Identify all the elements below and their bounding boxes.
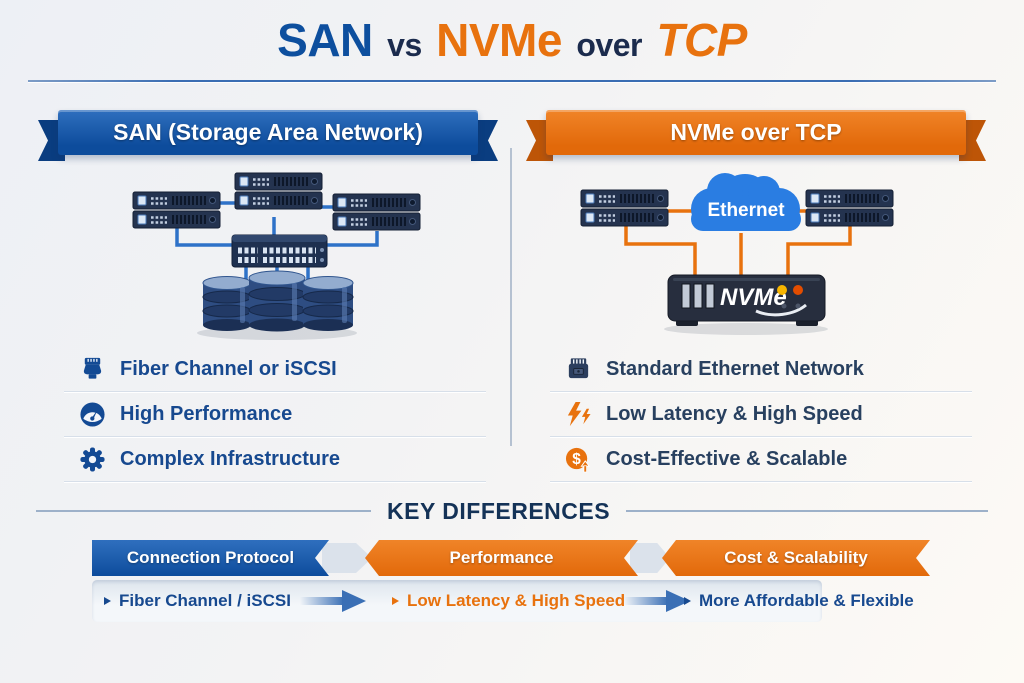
feature-row: Low Latency & High Speed [550,392,972,437]
title-san: SAN [277,14,373,66]
server-stack-right [333,194,420,230]
fiber-connector-icon [78,355,106,383]
value-label: More Affordable & Flexible [699,591,914,610]
key-differences-title: KEY DIFFERENCES [387,497,611,524]
swoosh-icon [755,303,807,317]
feature-label: Complex Infrastructure [120,447,341,470]
status-led-amber [777,285,787,295]
speedometer-icon [78,400,106,428]
server-stack-right [806,190,893,226]
san-fabric-links [175,201,379,281]
heading-rule [36,510,371,512]
dollar-growth-icon: $ [564,445,592,473]
value-connection-protocol: Fiber Channel / iSCSI [104,580,291,622]
title-vs: vs [387,27,422,63]
title-nvme: NVMe [436,14,562,66]
san-switch [231,234,328,268]
page-title: SAN vs NVMe over TCP [0,14,1024,71]
gear-icon [78,445,106,473]
feature-label: Low Latency & High Speed [606,402,863,425]
san-feature-list: Fiber Channel or iSCSI High Performance [64,347,486,482]
arrow-bullet-icon [392,597,399,605]
svg-text:$: $ [572,450,581,467]
column-header-cost-scalability: Cost & Scalability [662,540,930,576]
key-differences-heading-row: KEY DIFFERENCES [36,497,988,525]
flow-arrow-icon [300,590,366,612]
value-label: Fiber Channel / iSCSI [119,591,291,610]
arrow-bullet-icon [684,597,691,605]
feature-label: Fiber Channel or iSCSI [120,357,337,380]
feature-row: Fiber Channel or iSCSI [64,347,486,392]
server-stack-center [235,173,322,209]
disk-stack [248,270,306,332]
server-stack-left [133,192,220,228]
ethernet-cloud: Ethernet [691,173,801,231]
server-stack-left [581,190,668,226]
san-banner-label: SAN (Storage Area Network) [58,110,478,155]
nvme-appliance-label: NVMe [720,284,787,311]
san-topology-diagram [30,165,496,340]
chevron-divider-icon [322,543,372,573]
disk-stack [202,276,252,331]
key-differences-value-strip: Fiber Channel / iSCSI Low Latency & High… [92,580,914,622]
drive-bay-icon [681,283,715,309]
nvme-feature-list: Standard Ethernet Network Low Latency & … [550,347,972,482]
arrow-bullet-icon [104,597,111,605]
nvme-topology-diagram: Ethernet NVMe [526,173,992,335]
lightning-icon [564,400,592,428]
feature-label: High Performance [120,402,293,425]
value-label: Low Latency & High Speed [407,591,626,610]
status-led-red [793,285,803,295]
feature-row: $ Cost-Effective & Scalable [550,437,972,482]
column-header-performance: Performance [365,540,638,576]
feature-row: High Performance [64,392,486,437]
nvme-banner-label: NVMe over TCP [546,110,966,155]
title-tcp: TCP [656,14,747,66]
ethernet-cloud-label: Ethernet [707,200,785,221]
value-cost-scalability: More Affordable & Flexible [684,580,914,622]
column-header-connection-protocol: Connection Protocol [92,540,329,576]
title-over: over [576,27,642,63]
heading-rule [626,510,988,512]
feature-label: Cost-Effective & Scalable [606,447,848,470]
nvme-banner-ribbon: NVMe over TCP [526,110,966,161]
title-divider [28,80,996,82]
panel-divider [510,148,512,446]
disk-stack [302,276,354,331]
feature-row: Standard Ethernet Network [550,347,972,392]
flow-arrow-icon [624,590,690,612]
nvme-appliance: NVMe [667,274,826,326]
san-banner-ribbon: SAN (Storage Area Network) [38,110,478,161]
value-performance: Low Latency & High Speed [392,580,625,622]
feature-row: Complex Infrastructure [64,437,486,482]
ethernet-adapter-icon [564,355,592,383]
feature-label: Standard Ethernet Network [606,357,864,380]
